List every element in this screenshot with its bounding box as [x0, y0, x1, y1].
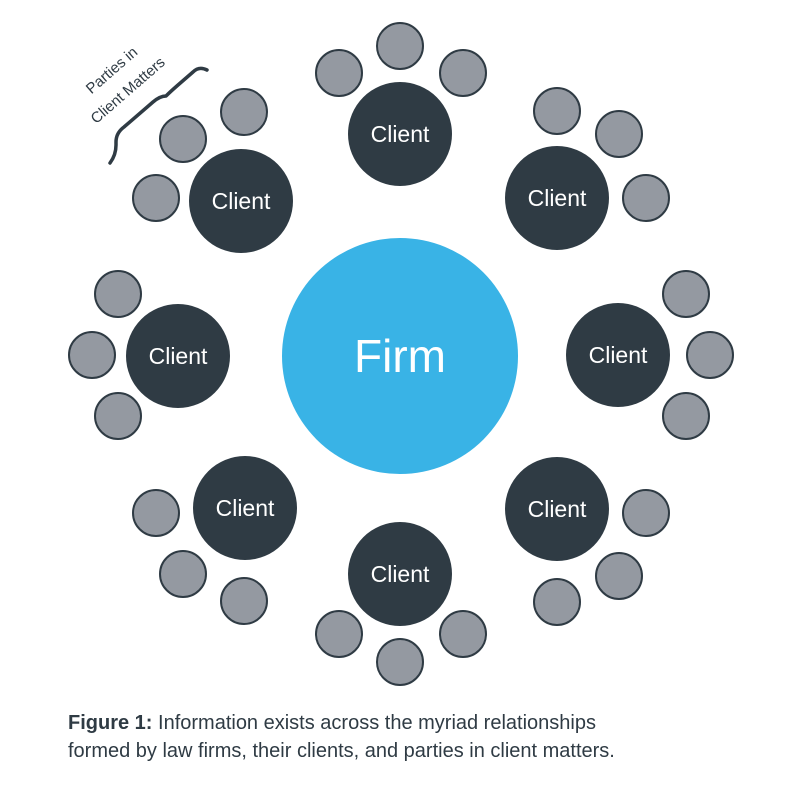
- caption-line1: Information exists across the myriad rel…: [152, 712, 596, 734]
- client-node: Client: [348, 522, 452, 626]
- client-circle: [348, 522, 452, 626]
- client-node: Client: [189, 149, 293, 253]
- party-circle: [315, 610, 363, 658]
- firm-node: Firm: [282, 238, 518, 474]
- party-circle: [220, 577, 268, 625]
- caption-prefix: Figure 1:: [68, 712, 153, 734]
- client-circle: [193, 456, 297, 560]
- client-node: Client: [348, 82, 452, 186]
- firm-label: Firm: [354, 330, 446, 382]
- client-circle: [126, 304, 230, 408]
- annotation-brace: [108, 66, 209, 165]
- client-label: Client: [149, 343, 208, 369]
- client-circle: [505, 146, 609, 250]
- party-circle: [533, 87, 581, 135]
- parties-layer: [68, 22, 734, 686]
- party-circle: [622, 174, 670, 222]
- party-circle: [686, 331, 734, 379]
- party-circle: [220, 88, 268, 136]
- client-circle: [189, 149, 293, 253]
- client-circle: [505, 457, 609, 561]
- caption-line2: formed by law firms, their clients, and …: [68, 740, 615, 762]
- party-circle: [376, 22, 424, 70]
- party-circle: [662, 392, 710, 440]
- party-circle: [68, 331, 116, 379]
- client-node: Client: [126, 304, 230, 408]
- client-label: Client: [528, 496, 587, 522]
- client-node: Client: [193, 456, 297, 560]
- client-circle: [566, 303, 670, 407]
- client-node: Client: [505, 457, 609, 561]
- party-circle: [595, 552, 643, 600]
- figure-caption: Figure 1: Information exists across the …: [68, 709, 768, 765]
- party-circle: [159, 115, 207, 163]
- client-label: Client: [371, 121, 430, 147]
- party-circle: [94, 392, 142, 440]
- client-node: Client: [566, 303, 670, 407]
- client-label: Client: [212, 188, 271, 214]
- client-label: Client: [589, 342, 648, 368]
- party-circle: [132, 174, 180, 222]
- party-circle: [159, 550, 207, 598]
- client-node: Client: [505, 146, 609, 250]
- client-label: Client: [528, 185, 587, 211]
- party-circle: [662, 270, 710, 318]
- client-circle: [348, 82, 452, 186]
- client-label: Client: [371, 561, 430, 587]
- party-circle: [94, 270, 142, 318]
- party-circle: [439, 49, 487, 97]
- party-circle: [533, 578, 581, 626]
- party-circle: [439, 610, 487, 658]
- firm-circle: [282, 238, 518, 474]
- party-circle: [132, 489, 180, 537]
- party-circle: [622, 489, 670, 537]
- party-circle: [376, 638, 424, 686]
- party-circle: [595, 110, 643, 158]
- relationship-diagram: ClientClientClientClientClientClientClie…: [68, 22, 734, 686]
- clients-layer: ClientClientClientClientClientClientClie…: [126, 82, 670, 626]
- client-label: Client: [216, 495, 275, 521]
- party-circle: [315, 49, 363, 97]
